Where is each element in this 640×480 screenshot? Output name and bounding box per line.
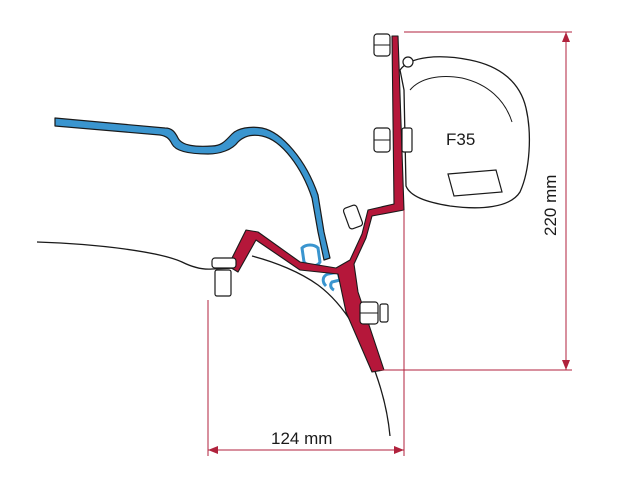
awning-housing [399, 56, 531, 209]
model-label: F35 [446, 130, 475, 149]
roof-rail-profile [54, 117, 331, 261]
bolt-bracket [342, 204, 364, 230]
adapter-bracket [227, 35, 405, 373]
awning-inner-line [409, 76, 513, 123]
bolt-left [211, 257, 237, 297]
roof-rail-hook [321, 270, 342, 292]
bolt-middle [373, 127, 413, 153]
dimension-vertical: 220 mm [380, 31, 572, 371]
dimension-horizontal: 124 mm [207, 210, 405, 456]
awning-handle [447, 169, 503, 197]
bolt-top [373, 33, 414, 68]
dimension-vertical-label: 220 mm [541, 175, 560, 236]
bolt-lower [359, 301, 389, 325]
dimension-horizontal-label: 124 mm [271, 429, 332, 448]
